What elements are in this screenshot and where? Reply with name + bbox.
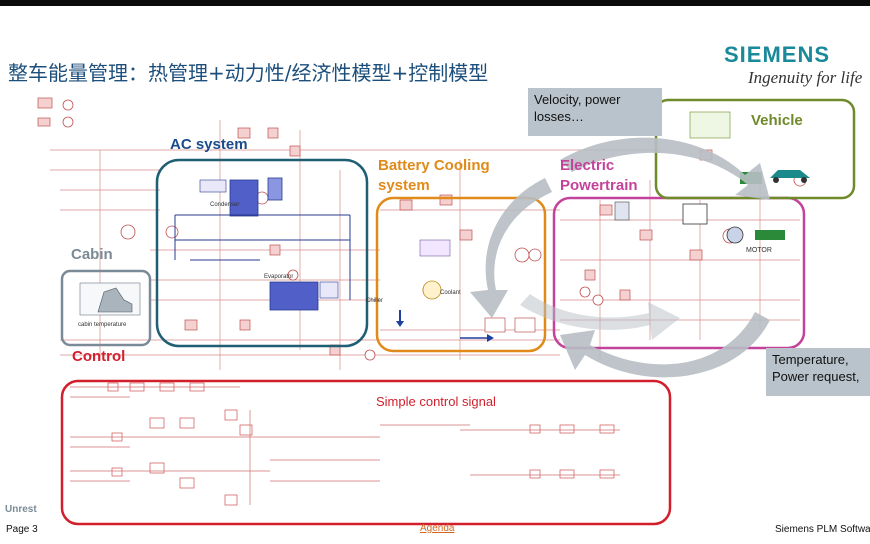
chiller-label: Chiller [366, 298, 384, 304]
cabin-label: Cabin [71, 246, 113, 263]
logo-tagline: Ingenuity for life [748, 68, 863, 87]
callout-velocity: Velocity, power losses… [528, 88, 662, 136]
ac-components [174, 177, 351, 311]
flow-arrows [470, 137, 770, 378]
control-wires [70, 386, 620, 505]
ac-system-label: AC system [170, 136, 248, 153]
control-signal-frame [60, 379, 672, 526]
condenser-label: Condenser [210, 202, 240, 208]
siemens-logo: SIEMENS [724, 42, 831, 67]
agenda-link[interactable]: Agenda [420, 523, 455, 534]
control-blocks [107, 382, 615, 506]
schematic-components [37, 97, 713, 356]
schematic-wiring [50, 120, 800, 370]
callout-temperature: Temperature, Power request, [766, 348, 870, 396]
battery-cooling-frame [375, 196, 547, 353]
battery-system-label: system [378, 177, 430, 194]
powertrain-label: Powertrain [560, 177, 638, 194]
footer-company: Siemens PLM Softwa [775, 524, 870, 535]
powertrain-components [614, 201, 785, 244]
unrest-text: Unrest [5, 504, 37, 515]
control-label: Control [72, 348, 126, 365]
battery-cooling-label: Battery Cooling [378, 157, 490, 174]
motor-label: MOTOR [746, 247, 772, 254]
coolant-label: Coolant [440, 290, 461, 296]
cabin-frame [60, 269, 152, 347]
cabin-temperature-label: cabin temperature [78, 322, 127, 328]
page-number: Page 3 [6, 524, 38, 535]
vehicle-label: Vehicle [751, 112, 803, 129]
cabin-seat-icon [79, 282, 141, 316]
battery-components [396, 239, 536, 342]
evaporator-label: Evaporator [264, 274, 294, 280]
top-bar [0, 0, 870, 6]
ac-system-frame [155, 158, 369, 348]
control-signal-label: Simple control signal [376, 394, 496, 409]
electric-label: Electric [560, 157, 615, 174]
slide-title: 整车能量管理：热管理+动力性/经济性模型+控制模型 [8, 61, 489, 85]
